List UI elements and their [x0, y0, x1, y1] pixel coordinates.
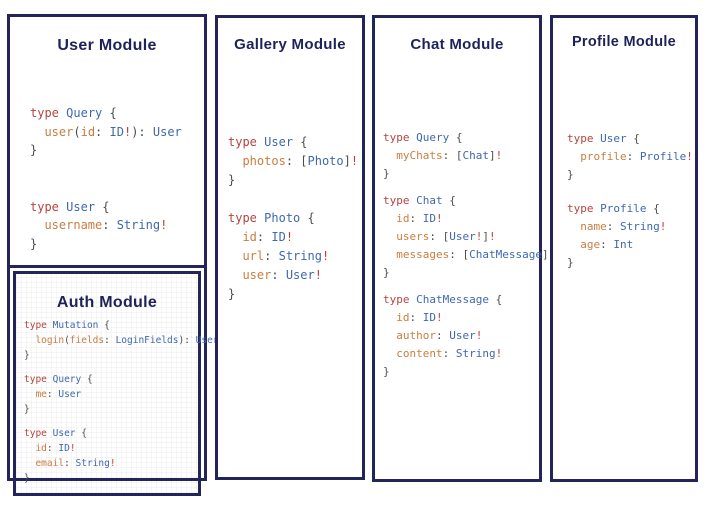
user-module-code: type Query { user(id: ID!): User}type Us…	[30, 106, 182, 251]
auth-module-title: Auth Module	[56, 294, 158, 311]
user-module-title: User Module	[57, 37, 157, 54]
chat-module-code: type Query { myChats: [Chat]!}type Chat …	[383, 131, 555, 378]
user-module-section: User Module type Query { user(id: ID!): …	[10, 37, 204, 268]
auth-module-box: Auth Module type Mutation { login(fields…	[13, 271, 219, 496]
auth-module-code: type Mutation { login(fields: LoginField…	[24, 320, 219, 484]
auth-module-section: Auth Module type Mutation { login(fields…	[10, 268, 219, 498]
gallery-module-title: Gallery Module	[234, 36, 346, 53]
chat-module-title: Chat Module	[410, 36, 504, 53]
user-module-box: User Module type Query { user(id: ID!): …	[7, 14, 219, 496]
chat-module-box: Chat Module type Query { myChats: [Chat]…	[372, 15, 555, 482]
profile-module-title: Profile Module	[571, 34, 677, 50]
profile-module-code: type User { profile: Profile!}type Profi…	[567, 132, 693, 269]
profile-module-box: Profile Module type User { profile: Prof…	[550, 15, 698, 482]
gallery-module-code: type User { photos: [Photo]!}type Photo …	[228, 135, 359, 301]
gallery-module-box: Gallery Module type User { photos: [Phot…	[215, 15, 365, 480]
